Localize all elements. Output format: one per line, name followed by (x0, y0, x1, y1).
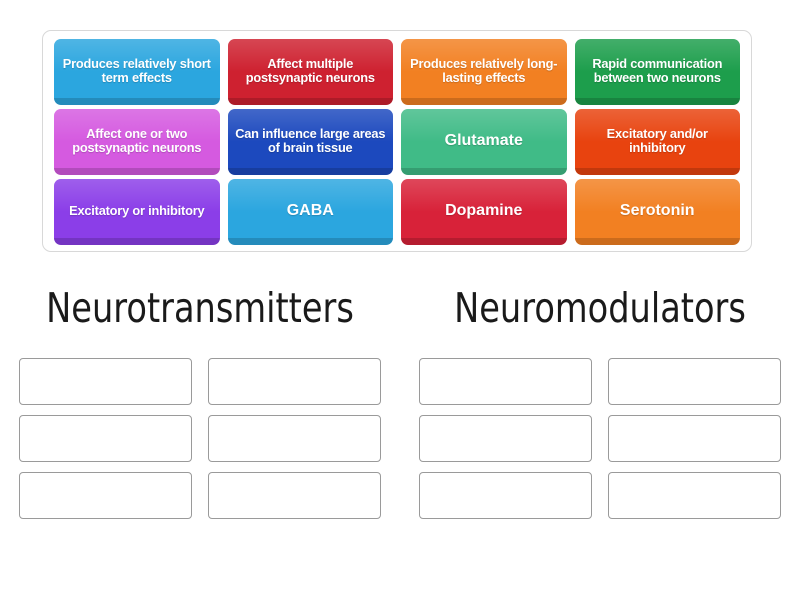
draggable-tile-11[interactable]: Dopamine (401, 179, 567, 245)
dropzone-neurotransmitters-3[interactable] (19, 415, 192, 462)
category-headings: Neurotransmitters Neuromodulators (0, 284, 800, 332)
draggable-tile-10[interactable]: GABA (227, 179, 393, 245)
draggable-tile-2[interactable]: Affect multiple postsynaptic neurons (227, 39, 393, 105)
dropzone-neurotransmitters-5[interactable] (19, 472, 192, 519)
draggable-tile-6[interactable]: Can influence large areas of brain tissu… (227, 109, 393, 175)
tile-label: Produces relatively long-lasting effects (410, 55, 558, 85)
draggable-tile-12[interactable]: Serotonin (574, 179, 740, 245)
dropzone-neuromodulators-4[interactable] (608, 415, 781, 462)
dropzone-area (0, 358, 800, 519)
draggable-tile-7[interactable]: Glutamate (401, 109, 567, 175)
dropzone-column-neurotransmitters (0, 358, 400, 519)
dropzone-neuromodulators-1[interactable] (419, 358, 592, 405)
dropzone-neurotransmitters-4[interactable] (208, 415, 381, 462)
dropzone-neuromodulators-3[interactable] (419, 415, 592, 462)
draggable-tile-9[interactable]: Excitatory or inhibitory (54, 179, 220, 245)
category-title-neurotransmitters: Neurotransmitters (46, 284, 354, 332)
tile-label: Serotonin (619, 202, 695, 220)
dropzone-neurotransmitters-6[interactable] (208, 472, 381, 519)
tile-label: Rapid communication between two neurons (592, 55, 723, 85)
draggable-tile-8[interactable]: Excitatory and/or inhibitory (574, 109, 740, 175)
tile-label: Excitatory or inhibitory (69, 202, 205, 218)
category-column-neurotransmitters: Neurotransmitters (0, 284, 400, 332)
draggable-tile-3[interactable]: Produces relatively long-lasting effects (401, 39, 567, 105)
draggable-tile-4[interactable]: Rapid communication between two neurons (574, 39, 740, 105)
dropzone-neuromodulators-5[interactable] (419, 472, 592, 519)
tile-row: Produces relatively short term effects A… (50, 39, 744, 105)
tile-label: Dopamine (445, 202, 523, 220)
dropzone-neuromodulators-6[interactable] (608, 472, 781, 519)
tile-label: Affect multiple postsynaptic neurons (245, 55, 375, 85)
tile-row: Excitatory or inhibitory GABA Dopamine S… (50, 179, 744, 245)
dropzone-neuromodulators-2[interactable] (608, 358, 781, 405)
tile-label: Glutamate (444, 132, 523, 150)
dropzone-column-neuromodulators (400, 358, 800, 519)
category-title-neuromodulators: Neuromodulators (454, 284, 746, 332)
dropzone-neurotransmitters-1[interactable] (19, 358, 192, 405)
draggable-tile-1[interactable]: Produces relatively short term effects (54, 39, 220, 105)
draggable-tiles-tray: Produces relatively short term effects A… (42, 30, 752, 252)
tile-label: Can influence large areas of brain tissu… (235, 125, 386, 155)
tile-label: Excitatory and/or inhibitory (606, 125, 708, 155)
tile-row: Affect one or two postsynaptic neurons C… (50, 109, 744, 175)
tile-label: Affect one or two postsynaptic neurons (72, 125, 202, 155)
draggable-tile-5[interactable]: Affect one or two postsynaptic neurons (54, 109, 220, 175)
tile-label: Produces relatively short term effects (62, 55, 211, 85)
dropzone-neurotransmitters-2[interactable] (208, 358, 381, 405)
category-column-neuromodulators: Neuromodulators (400, 284, 800, 332)
tile-label: GABA (286, 202, 334, 220)
